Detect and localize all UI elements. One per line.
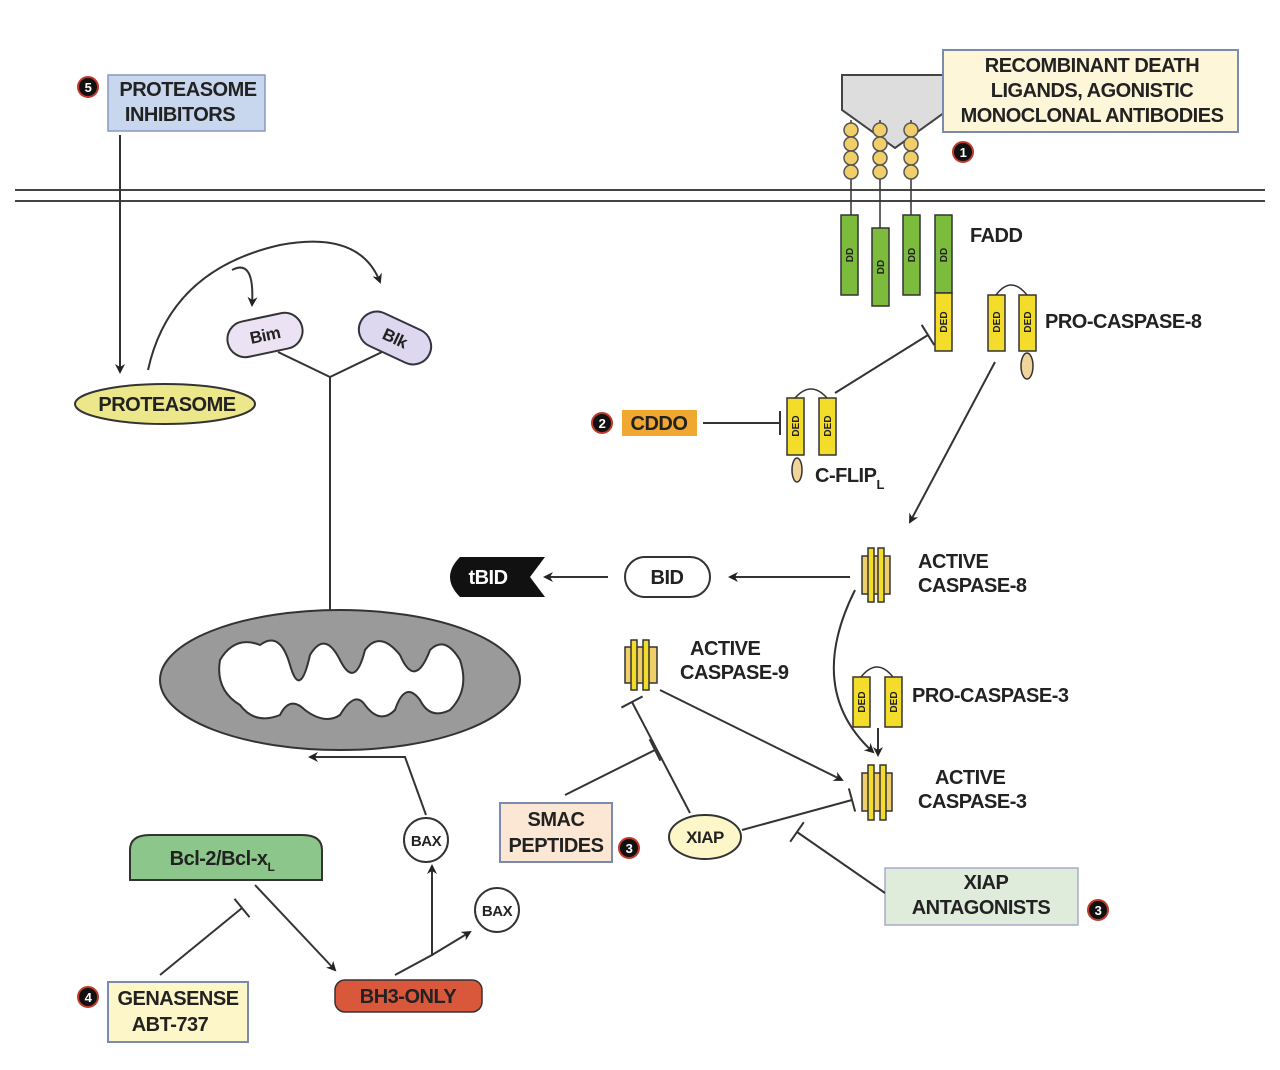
c-flip-inhibits-fadd xyxy=(834,324,936,394)
svg-text:DED: DED xyxy=(992,311,1003,332)
svg-text:CASPASE-3: CASPASE-3 xyxy=(918,791,1027,813)
recombinant-line-3: MONOCLONAL ANTIBODIES xyxy=(961,105,1224,127)
svg-text:ANTAGONISTS: ANTAGONISTS xyxy=(912,897,1051,919)
badge-3-xiap: 3 xyxy=(1087,899,1109,921)
active-caspase-9-label: ACTIVE xyxy=(690,638,761,660)
bh3-activates-bax-arrow-2 xyxy=(431,930,472,956)
svg-text:XIAP: XIAP xyxy=(686,828,724,847)
genasense-inhibits-bcl2 xyxy=(159,898,251,976)
badge-4: 4 xyxy=(77,986,99,1008)
smac-inhibits-xiap xyxy=(564,738,662,796)
fadd-complex xyxy=(840,214,953,352)
proteasome-degrades-bim xyxy=(231,266,258,307)
svg-text:BID: BID xyxy=(651,567,684,589)
pro-caspase-8-label: PRO-CASPASE-8 xyxy=(1045,311,1202,333)
xiap-inhibits-caspase-3 xyxy=(741,788,857,831)
c-flip xyxy=(786,388,837,483)
bax-to-mitochondria-arrow xyxy=(308,752,427,816)
svg-text:SMAC: SMAC xyxy=(528,809,585,831)
active-caspase-3-label: ACTIVE xyxy=(935,767,1006,789)
svg-text:2: 2 xyxy=(599,416,606,431)
svg-text:3: 3 xyxy=(626,841,633,856)
active-caspase-3 xyxy=(861,764,893,821)
xiap-antagonists-box: XIAP ANTAGONISTS xyxy=(884,867,1079,926)
svg-text:4: 4 xyxy=(85,990,93,1005)
svg-text:5: 5 xyxy=(85,80,92,95)
bcl2-bclxl: Bcl-2/Bcl-xL xyxy=(129,834,323,881)
svg-text:ABT-737: ABT-737 xyxy=(132,1014,209,1036)
svg-text:PROTEASOME: PROTEASOME xyxy=(98,394,235,416)
svg-text:CDDO: CDDO xyxy=(631,413,688,435)
svg-text:DED: DED xyxy=(1023,311,1034,332)
genasense-abt737-box: GENASENSE ABT-737 xyxy=(107,981,249,1043)
bh3-to-mitochondria-line xyxy=(277,351,383,615)
smac-peptides-box: SMAC PEPTIDES xyxy=(499,802,613,863)
mitochondrion xyxy=(159,609,521,751)
active-caspase-8-label: ACTIVE xyxy=(918,551,989,573)
bax-2: BAX xyxy=(474,887,520,933)
bh3-only: BH3-ONLY xyxy=(334,979,483,1013)
caspase-9-activates-caspase-3 xyxy=(659,689,844,781)
bh3-activates-bax-arrow xyxy=(394,864,437,976)
proteasome-degrades-blk xyxy=(147,240,382,371)
svg-text:CASPASE-8: CASPASE-8 xyxy=(918,575,1027,597)
pro-caspase-3 xyxy=(852,666,903,728)
cddo-box: CDDO xyxy=(622,410,697,436)
badge-5: 5 xyxy=(77,76,99,98)
cell-membrane xyxy=(15,189,1265,202)
svg-text:DD: DD xyxy=(876,260,887,274)
svg-text:DED: DED xyxy=(889,691,900,712)
domain-labels: DD DD DD DD DED xyxy=(845,248,950,333)
pro-caspase-8 xyxy=(987,284,1037,380)
proteasome: PROTEASOME xyxy=(74,383,256,425)
recombinant-line-2: LIGANDS, AGONISTIC xyxy=(991,80,1194,102)
svg-text:GENASENSE: GENASENSE xyxy=(117,988,238,1010)
death-receptors xyxy=(843,120,919,228)
badge-3-smac: 3 xyxy=(618,837,640,859)
blk: Blk xyxy=(357,310,433,366)
bax-1: BAX xyxy=(403,817,449,863)
svg-text:tBID: tBID xyxy=(468,567,507,589)
recombinant-line-1: RECOMBINANT DEATH xyxy=(985,55,1200,77)
proteasome-inhibitors-box: PROTEASOME INHIBITORS xyxy=(107,74,266,132)
svg-text:DED: DED xyxy=(857,691,868,712)
recombinant-death-ligands-box: RECOMBINANT DEATH LIGANDS, AGONISTIC MON… xyxy=(942,49,1239,133)
xiap-inhibits-caspase-9 xyxy=(620,695,691,814)
fadd-label: FADD xyxy=(970,225,1023,247)
svg-text:DD: DD xyxy=(939,248,950,262)
svg-text:DED: DED xyxy=(823,415,834,436)
death-ligand xyxy=(841,74,949,150)
badge-2: 2 xyxy=(591,412,613,434)
svg-text:PROTEASOME: PROTEASOME xyxy=(119,79,256,101)
svg-text:DED: DED xyxy=(939,311,950,332)
pro-caspase-3-label: PRO-CASPASE-3 xyxy=(912,685,1069,707)
bcl2-to-bh3-arrow xyxy=(254,884,337,972)
xiap: XIAP xyxy=(668,814,742,860)
antagonists-inhibit-xiap xyxy=(789,821,886,894)
svg-text:BAX: BAX xyxy=(411,833,442,850)
active-caspase-9 xyxy=(624,639,658,691)
svg-text:DED: DED xyxy=(791,415,802,436)
bim: Bim xyxy=(226,311,304,359)
svg-text:1: 1 xyxy=(960,145,967,160)
svg-text:CASPASE-9: CASPASE-9 xyxy=(680,662,789,684)
svg-text:INHIBITORS: INHIBITORS xyxy=(125,104,235,126)
svg-text:BH3-ONLY: BH3-ONLY xyxy=(360,986,458,1008)
svg-text:Bcl-2/Bcl-xL: Bcl-2/Bcl-xL xyxy=(170,848,275,874)
pro-caspase-8-activation-arrow xyxy=(909,361,996,524)
svg-text:DD: DD xyxy=(845,248,856,262)
active-caspase-8 xyxy=(861,547,891,603)
svg-text:3: 3 xyxy=(1095,903,1102,918)
caspase-8-activates-caspase-3 xyxy=(832,589,875,754)
svg-text:PEPTIDES: PEPTIDES xyxy=(509,835,604,857)
bid: BID xyxy=(624,556,711,598)
tbid: tBID xyxy=(450,557,545,597)
c-flip-label: C-FLIPL xyxy=(815,465,884,492)
svg-text:XIAP: XIAP xyxy=(964,872,1009,894)
svg-text:BAX: BAX xyxy=(482,903,513,920)
badge-1: 1 xyxy=(952,141,974,163)
svg-text:DD: DD xyxy=(907,248,918,262)
